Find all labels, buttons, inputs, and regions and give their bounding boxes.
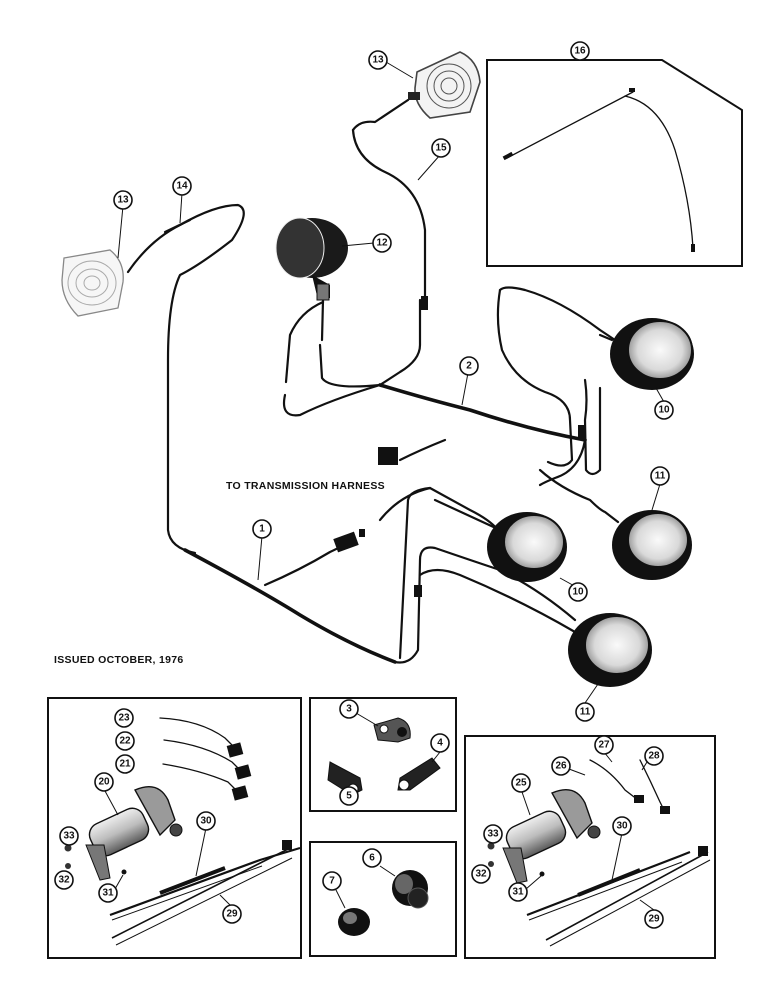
- callout-20: 20: [94, 772, 119, 816]
- flood-light-13-left: [61, 249, 124, 317]
- svg-text:23: 23: [118, 713, 130, 724]
- callout-32-left: 32: [54, 870, 74, 890]
- svg-text:3: 3: [346, 704, 352, 715]
- svg-text:27: 27: [598, 740, 610, 751]
- inset-clips-frame: [309, 697, 457, 812]
- svg-text:13: 13: [372, 55, 384, 66]
- svg-text:1: 1: [259, 524, 265, 535]
- callout-31-right: 31: [508, 875, 542, 902]
- work-lamp-11-upper: [612, 510, 692, 580]
- work-lamp-10-upper: [598, 318, 694, 390]
- svg-text:4: 4: [437, 738, 443, 749]
- svg-text:10: 10: [658, 405, 670, 416]
- svg-text:2: 2: [466, 361, 472, 372]
- callout-1: 1: [252, 519, 272, 581]
- callout-5: 5: [339, 786, 359, 806]
- callout-10-lower: 10: [559, 577, 588, 602]
- svg-text:29: 29: [648, 914, 660, 925]
- svg-text:7: 7: [329, 876, 335, 887]
- svg-text:11: 11: [655, 471, 666, 482]
- transmission-connector-lower: [333, 531, 359, 553]
- svg-text:31: 31: [512, 887, 524, 898]
- svg-text:6: 6: [369, 853, 375, 864]
- svg-text:28: 28: [648, 751, 660, 762]
- inset-wiper-25-frame: [464, 735, 716, 959]
- callout-29-left: 29: [219, 894, 242, 924]
- svg-text:14: 14: [176, 181, 188, 192]
- callout-13-top: 13: [368, 50, 414, 79]
- callout-7: 7: [322, 871, 346, 909]
- callout-16: 16: [570, 41, 590, 61]
- callout-32-right: 32: [471, 864, 491, 884]
- callout-10-upper: 10: [654, 387, 674, 420]
- callout-26: 26: [551, 756, 586, 776]
- transmission-harness-label: TO TRANSMISSION HARNESS: [226, 480, 385, 492]
- callout-25: 25: [511, 773, 531, 816]
- svg-text:21: 21: [119, 759, 131, 770]
- callout-30-left: 30: [195, 811, 216, 877]
- callout-22: 22: [115, 731, 135, 751]
- callout-3: 3: [339, 699, 379, 727]
- svg-text:30: 30: [616, 821, 628, 832]
- transmission-connector-upper: [378, 447, 398, 465]
- svg-text:12: 12: [376, 238, 388, 249]
- callout-29-right: 29: [639, 899, 664, 929]
- svg-text:15: 15: [435, 143, 447, 154]
- svg-text:32: 32: [58, 875, 70, 886]
- svg-text:31: 31: [102, 888, 114, 899]
- svg-text:30: 30: [200, 816, 212, 827]
- issued-date-label: ISSUED OCTOBER, 1976: [54, 654, 184, 666]
- svg-text:25: 25: [515, 778, 527, 789]
- callout-14: 14: [172, 176, 192, 224]
- headlamp-12: [275, 217, 348, 301]
- callout-33-right: 33: [483, 824, 503, 844]
- callout-15: 15: [417, 138, 451, 181]
- grommet-6: [392, 870, 429, 909]
- inset-16-frame: [486, 59, 743, 267]
- callout-28: 28: [641, 746, 664, 771]
- callout-6: 6: [362, 848, 396, 877]
- callout-12: 12: [341, 233, 392, 253]
- callout-30-right: 30: [611, 816, 632, 881]
- flood-light-13-top: [408, 51, 481, 119]
- callout-2: 2: [459, 356, 479, 406]
- svg-text:26: 26: [555, 761, 567, 772]
- work-lamp-10-lower: [487, 512, 567, 582]
- svg-text:22: 22: [119, 736, 131, 747]
- wiper-motor-20: [85, 786, 183, 881]
- callout-13-left: 13: [113, 190, 133, 259]
- svg-text:33: 33: [63, 831, 75, 842]
- inset-16-wire-main: [506, 91, 634, 159]
- grommet-7: [338, 908, 370, 936]
- inset-wiper-20-frame: [47, 697, 302, 959]
- svg-text:33: 33: [487, 829, 499, 840]
- callout-23: 23: [114, 708, 134, 728]
- callout-4: 4: [430, 733, 450, 763]
- svg-text:10: 10: [572, 587, 584, 598]
- main-harness: [126, 98, 620, 664]
- callout-27: 27: [594, 735, 614, 763]
- callout-11-upper: 11: [650, 466, 670, 511]
- svg-text:11: 11: [580, 707, 591, 718]
- work-lamp-11-lower: [568, 613, 652, 687]
- inset-grommets-frame: [309, 841, 457, 957]
- svg-text:20: 20: [98, 777, 110, 788]
- callout-21: 21: [115, 754, 135, 774]
- wiper-motor-25: [502, 789, 601, 884]
- svg-text:29: 29: [226, 909, 238, 920]
- callout-33-left: 33: [59, 826, 79, 846]
- svg-text:32: 32: [475, 869, 487, 880]
- callout-31-left: 31: [98, 874, 124, 903]
- svg-text:13: 13: [117, 195, 129, 206]
- callout-11-lower: 11: [575, 683, 599, 722]
- svg-text:16: 16: [574, 46, 586, 57]
- inset-16-wire-branch: [624, 95, 694, 249]
- svg-text:5: 5: [346, 791, 352, 802]
